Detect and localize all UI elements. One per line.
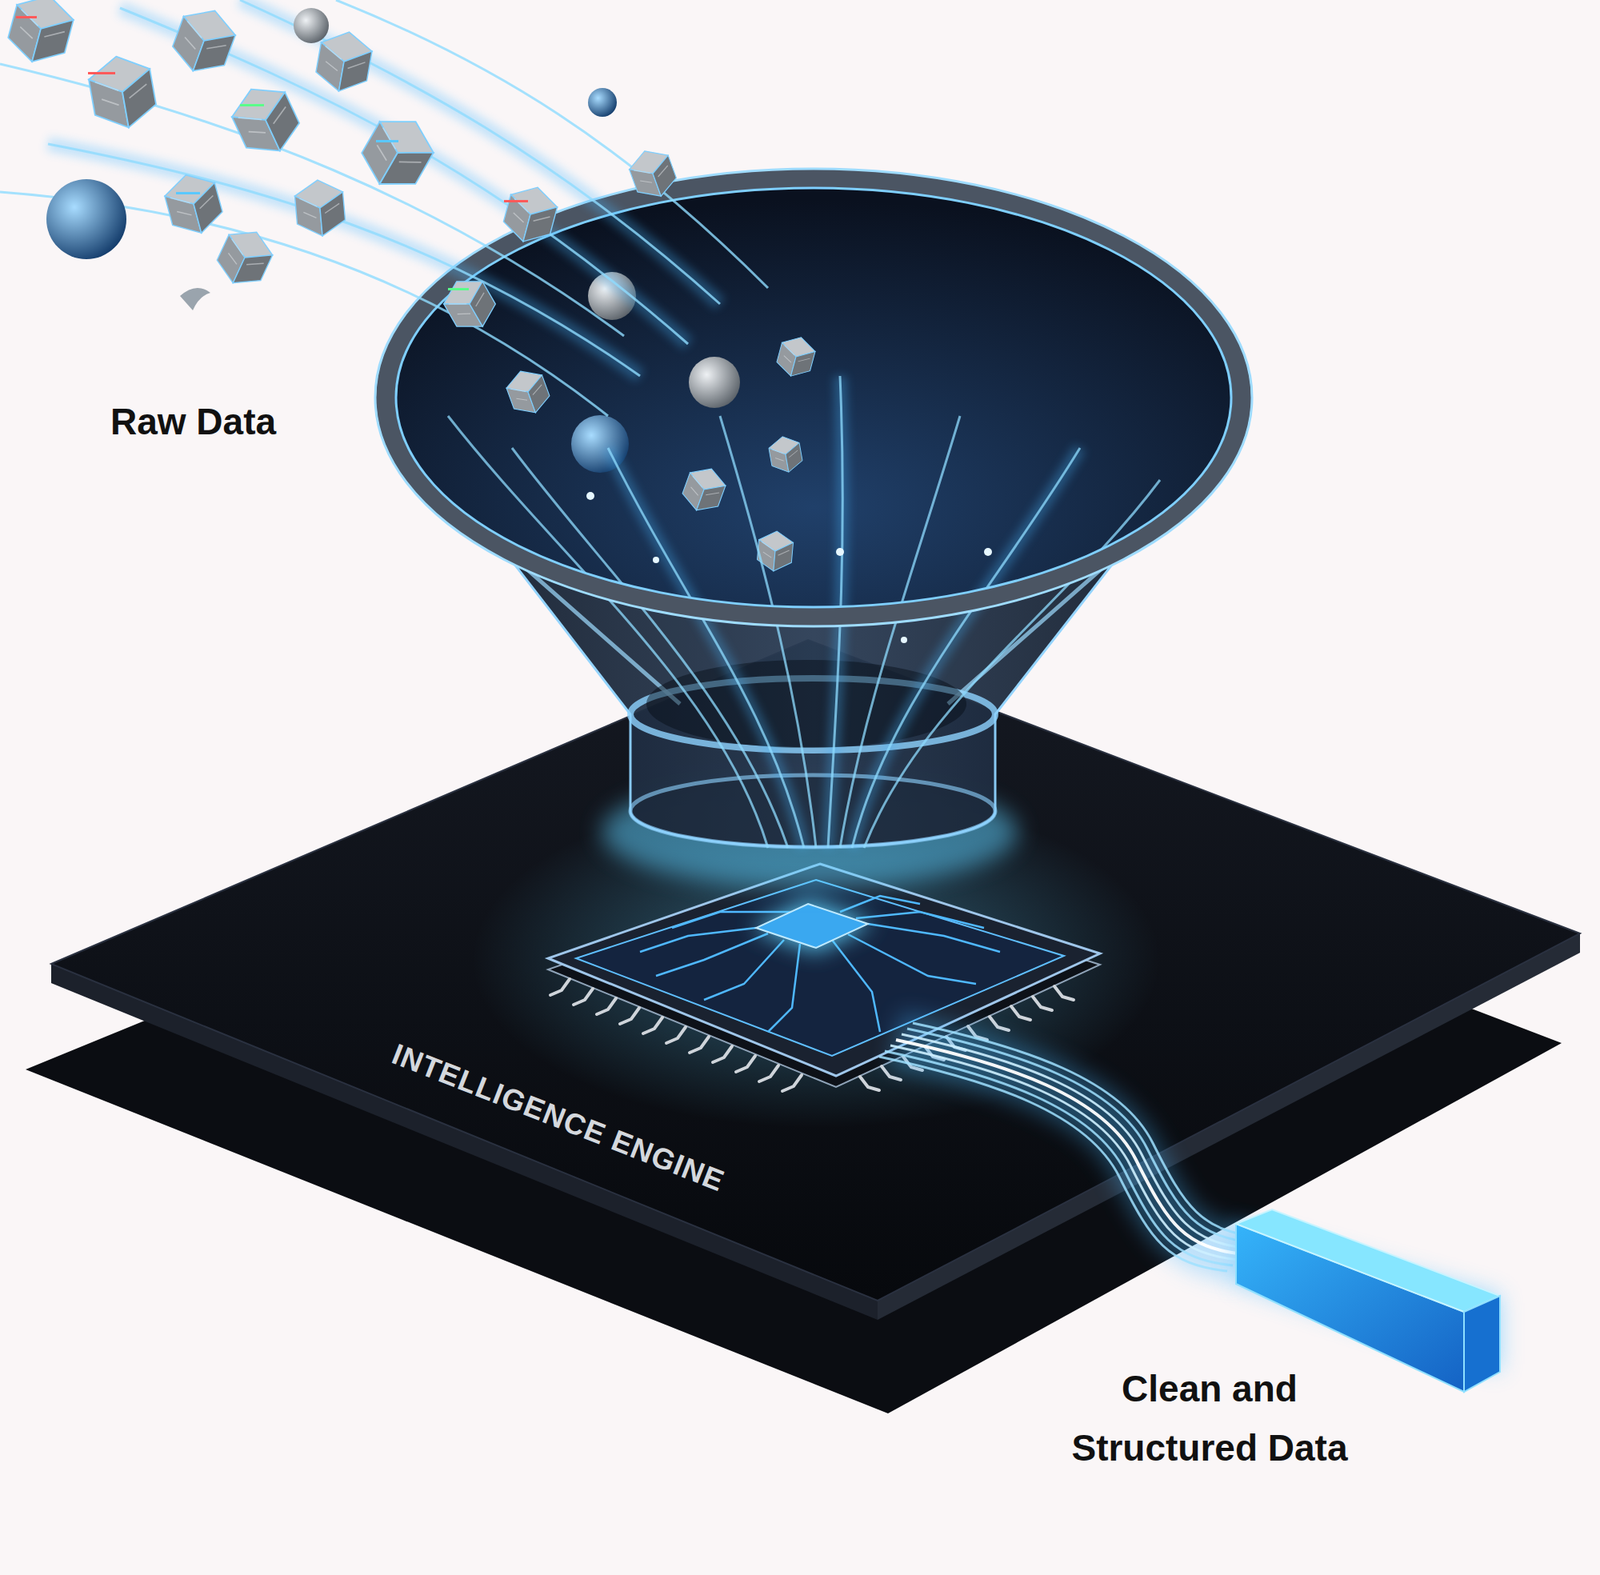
raw-data-items [4, 0, 681, 338]
funnel-rim [375, 168, 1252, 627]
stage-label: Raw Data [110, 400, 276, 444]
core-glow [752, 900, 874, 952]
funnel [385, 178, 1243, 888]
output-stream [879, 1023, 1261, 1272]
chip-traces [640, 896, 1000, 1032]
upper-board [51, 640, 1580, 1301]
stage-label: Clean and Structured Data [1025, 1360, 1394, 1478]
label-holder: Raw Data [110, 400, 383, 444]
chip-label: INTELLIGENCE ENGINE [387, 1036, 730, 1200]
label-holder: Clean and Structured Data [1025, 1360, 1394, 1478]
label-holder: INTELLIGENCE ENGINE [387, 1036, 848, 1246]
incoming-streaks [0, 0, 768, 416]
glitch-marks [16, 16, 528, 291]
structured-data-bar [1236, 1209, 1500, 1392]
chip-core [756, 904, 868, 948]
chip-top [576, 880, 1064, 1056]
